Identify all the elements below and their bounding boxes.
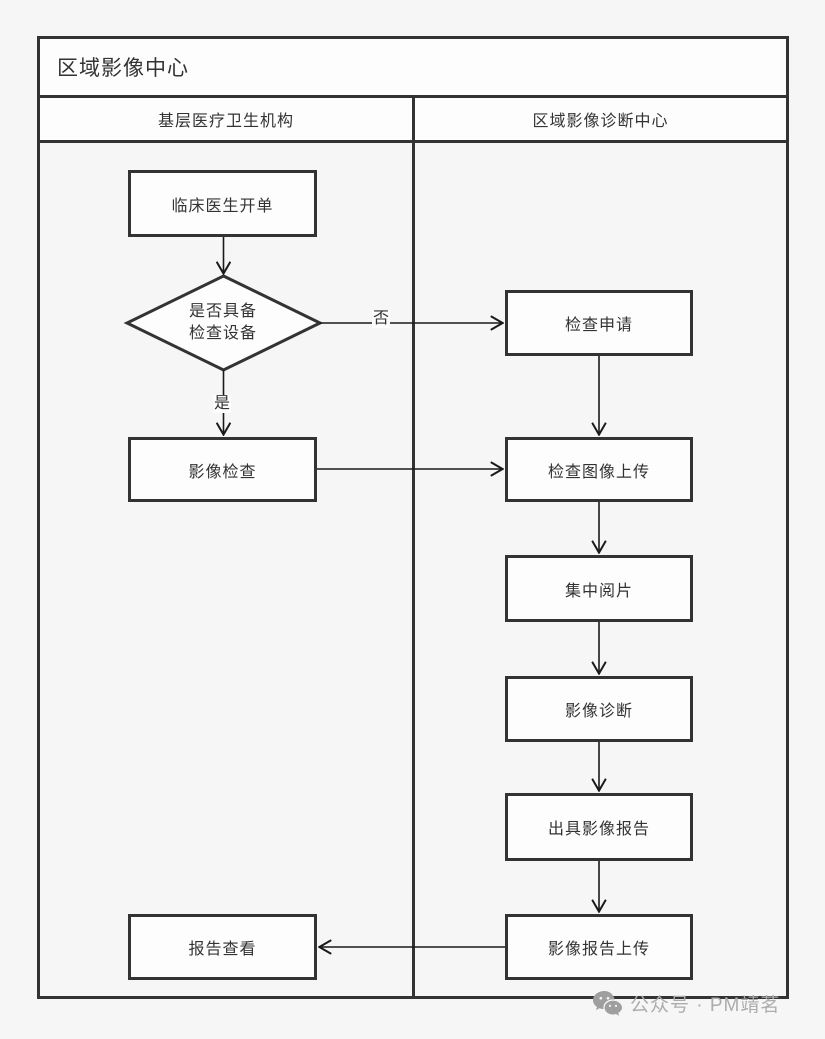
wechat-icon xyxy=(593,991,622,1016)
node-clinical-order: 临床医生开单 xyxy=(128,170,317,237)
node-central-reading: 集中阅片 xyxy=(505,555,693,622)
lane-header-row: 基层医疗卫生机构 区域影像诊断中心 xyxy=(40,98,786,143)
watermark: 公众号 · PM靖茗 xyxy=(592,990,780,1017)
node-decision-equipment-label: 是否具备 检查设备 xyxy=(143,301,303,345)
lane-header-primary-care: 基层医疗卫生机构 xyxy=(157,113,294,130)
node-exam-request: 检查申请 xyxy=(505,290,693,356)
node-imaging-diagnosis: 影像诊断 xyxy=(505,676,693,742)
decision-label-line2: 检查设备 xyxy=(188,325,257,342)
node-image-upload: 检查图像上传 xyxy=(505,437,693,502)
watermark-text: 公众号 · PM靖茗 xyxy=(630,995,781,1016)
node-report-upload: 影像报告上传 xyxy=(505,914,693,980)
lane-divider xyxy=(412,98,415,140)
node-issue-report: 出具影像报告 xyxy=(505,793,693,861)
edge-label-yes: 是 xyxy=(213,395,232,413)
node-imaging-exam: 影像检查 xyxy=(128,437,317,502)
diagram-title: 区域影像中心 xyxy=(57,57,189,80)
edge-label-no: 否 xyxy=(372,310,391,328)
decision-label-line1: 是否具备 xyxy=(188,303,257,320)
diagram-title-band: 区域影像中心 xyxy=(40,39,786,98)
lane-divider xyxy=(412,143,415,996)
lane-header-diagnosis-center: 区域影像诊断中心 xyxy=(532,113,669,130)
node-report-view: 报告查看 xyxy=(128,914,317,980)
